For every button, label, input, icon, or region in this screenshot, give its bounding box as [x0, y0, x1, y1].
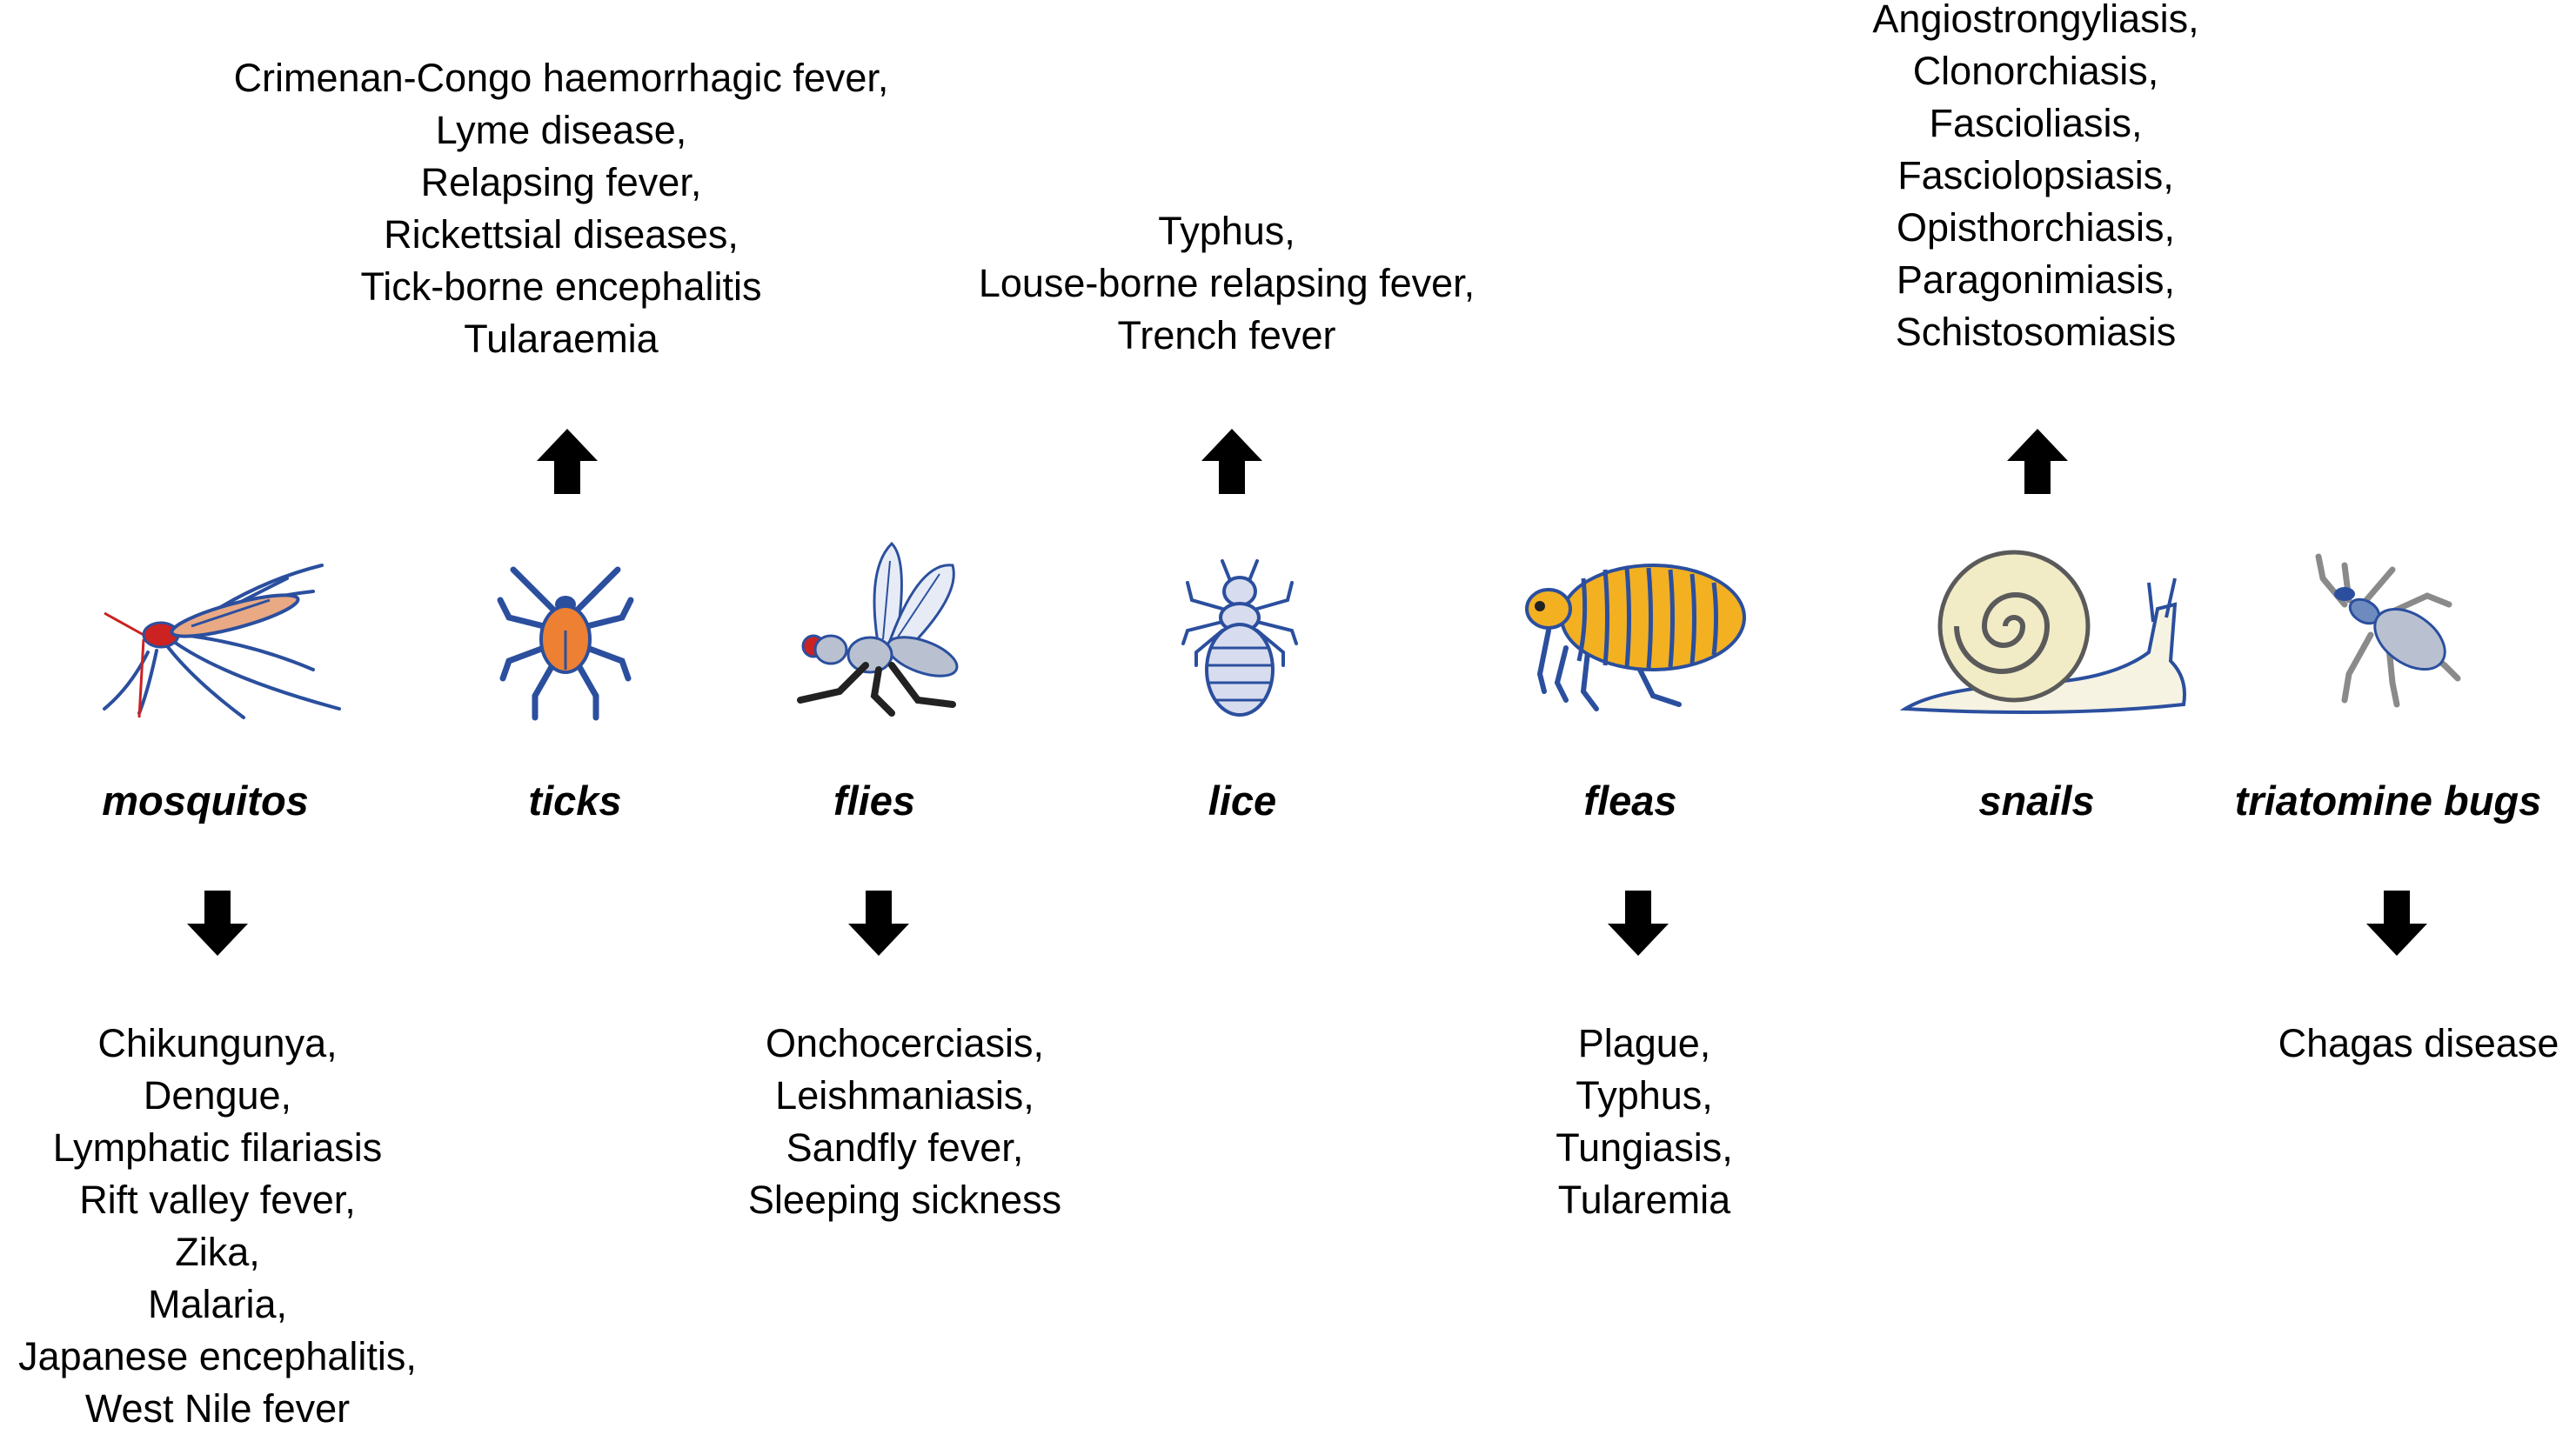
flea-icon — [1525, 564, 1746, 711]
triatomine-bug-icon — [2315, 553, 2461, 708]
disease-item: Dengue, — [143, 1073, 292, 1118]
disease-item: Trench fever — [1117, 313, 1336, 357]
disease-item: Louse-borne relapsing fever, — [978, 261, 1475, 305]
flies-disease-list: Onchocerciasis, Leishmaniasis, Sandfly fev… — [687, 1018, 1122, 1226]
disease-item: Japanese encephalitis, — [18, 1334, 417, 1378]
disease-item: Paragonimiasis, — [1896, 257, 2176, 302]
fleas-disease-list: Plague, Typhus, Tungiasis, Tularemia — [1479, 1018, 1810, 1226]
louse-icon — [1181, 559, 1298, 717]
disease-item: Plague, — [1577, 1021, 1711, 1065]
disease-item: Lyme disease, — [435, 108, 687, 152]
lice-disease-list: Typhus, Louse-borne relapsing fever, Trenc… — [922, 205, 1531, 362]
disease-item: Tick-borne encephalitis — [360, 264, 762, 309]
arrow-down-icon — [2366, 891, 2427, 956]
disease-item: Clonorchiasis, — [1912, 49, 2159, 93]
vector-label-triatomine-bugs: triatomine bugs — [2234, 778, 2542, 824]
arrow-down-icon — [1608, 891, 1669, 956]
vector-label-ticks: ticks — [528, 778, 622, 824]
fly-icon — [797, 541, 959, 717]
disease-item: Onchocerciasis, — [765, 1021, 1045, 1065]
disease-item: Rickettsial diseases, — [384, 212, 739, 257]
disease-item: Rift valley fever, — [79, 1178, 356, 1222]
disease-item: Schistosomiasis — [1895, 310, 2177, 354]
snail-icon — [1899, 550, 2186, 714]
disease-item: Chikungunya, — [97, 1021, 338, 1065]
disease-item: Zika, — [175, 1230, 260, 1274]
disease-item: Sandfly fever, — [786, 1125, 1024, 1170]
disease-item: Fascioliasis, — [1929, 101, 2143, 145]
snails-disease-list: Angiostrongyliasis, Clonorchiasis, Fasciol… — [1810, 0, 2262, 358]
vector-label-flies: flies — [833, 778, 916, 824]
vector-label-lice: lice — [1208, 778, 1277, 824]
disease-item: Relapsing fever, — [420, 160, 702, 204]
disease-item: Tungiasis, — [1556, 1125, 1733, 1170]
tick-icon — [497, 566, 634, 721]
disease-item: West Nile fever — [84, 1386, 351, 1431]
arrow-up-icon — [1201, 429, 1262, 494]
disease-item: Opisthorchiasis, — [1896, 205, 2176, 250]
disease-item: Tularaemia — [464, 317, 659, 361]
disease-item: Lymphatic filariasis — [52, 1125, 383, 1170]
disease-item: Malaria, — [147, 1282, 288, 1326]
arrow-up-icon — [537, 429, 598, 494]
disease-item: Crimenan-Congo haemorrhagic fever, — [233, 56, 889, 100]
disease-item: Sleeping sickness — [747, 1178, 1062, 1222]
disease-item: Typhus, — [1158, 209, 1295, 253]
arrow-down-icon — [187, 891, 248, 956]
vector-label-mosquitos: mosquitos — [102, 778, 309, 824]
disease-item: Angiostrongyliasis, — [1872, 0, 2199, 41]
disease-item: Typhus, — [1576, 1073, 1713, 1118]
vector-label-snails: snails — [1978, 778, 2095, 824]
disease-item: Leishmaniasis, — [775, 1073, 1034, 1118]
arrow-down-icon — [848, 891, 909, 956]
vector-label-fleas: fleas — [1583, 778, 1677, 824]
mosquito-icon — [103, 564, 341, 719]
disease-item: Fasciolopsiasis, — [1897, 153, 2174, 197]
disease-item: Chagas disease — [2278, 1021, 2559, 1065]
arrow-up-icon — [2007, 429, 2068, 494]
disease-item: Tularemia — [1557, 1178, 1731, 1222]
triatomine-bugs-disease-list: Chagas disease — [2245, 1018, 2576, 1070]
ticks-disease-list: Crimenan-Congo haemorrhagic fever, Lyme d… — [200, 52, 922, 365]
